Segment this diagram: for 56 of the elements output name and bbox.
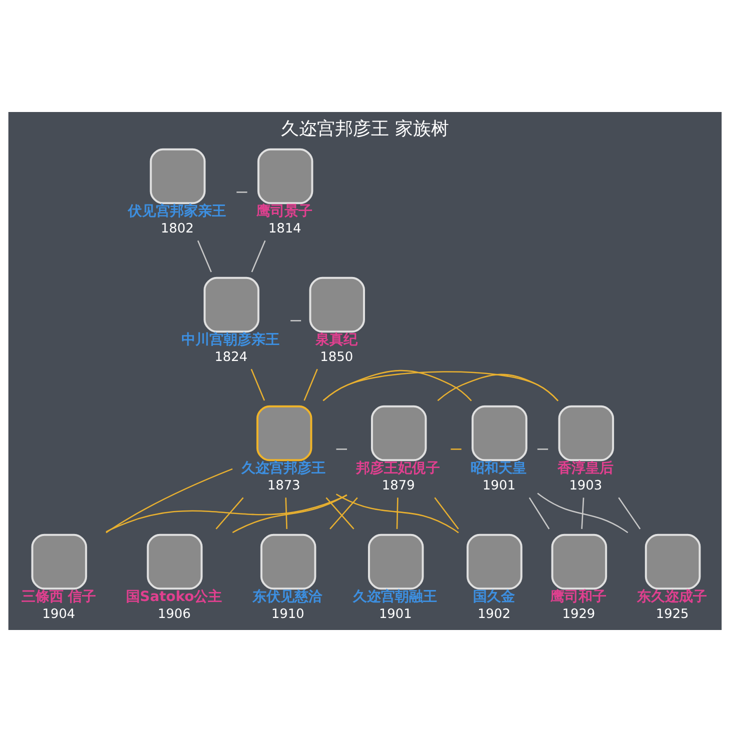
node-label: 东伏见慈洽 (252, 588, 322, 604)
node-label: 香淳皇后 (557, 460, 614, 476)
node-label: 三條西 信子 (21, 588, 96, 604)
connector (106, 494, 348, 532)
connector (285, 497, 288, 528)
node-label: 1824 (214, 349, 248, 364)
connector (197, 240, 212, 272)
connector (618, 496, 641, 529)
node-label: 久迩宫朝融王 (353, 588, 438, 604)
node-label: 1802 (160, 220, 194, 236)
connector (322, 370, 558, 401)
node-label: 1929 (562, 606, 596, 622)
connector (304, 368, 318, 400)
node-label: 鹰司和子 (550, 588, 606, 604)
connector (251, 240, 266, 272)
connector (528, 496, 550, 529)
node-label: 1903 (569, 478, 602, 493)
connector (216, 496, 244, 529)
node-label: 1879 (382, 478, 415, 493)
connector (396, 497, 398, 528)
connector (232, 494, 348, 533)
connector (336, 448, 347, 450)
diagram-title: 久迩宫邦彦王 家族树 (281, 118, 449, 139)
node-label: 1904 (42, 606, 76, 622)
node-label: 久迩宫邦彦王 (241, 460, 326, 476)
node-label: 东久迩成子 (636, 588, 707, 604)
connector (106, 468, 233, 533)
connector (581, 497, 584, 528)
node-label: 泉真纪 (316, 331, 358, 348)
connector (537, 448, 548, 450)
node-label: 中川宫朝彦亲王 (182, 331, 280, 348)
connector (290, 320, 302, 321)
node-label: 1850 (320, 349, 354, 364)
node-label: 1902 (478, 606, 511, 622)
connector (326, 496, 354, 529)
connector (336, 493, 459, 533)
connector (537, 492, 628, 533)
node-label: 1910 (271, 606, 304, 622)
node-label: 1873 (267, 478, 300, 493)
connector (450, 448, 462, 450)
node-label: 1906 (158, 606, 191, 622)
connector (330, 496, 358, 529)
node-label: 邦彦王妃俔子 (356, 460, 440, 476)
connector (434, 496, 459, 529)
node-label: 1925 (656, 606, 689, 622)
node-label: 伏见宫邦家亲王 (128, 202, 226, 219)
node-label: 国Satoko公主 (126, 588, 222, 604)
node-label: 昭和天皇 (470, 460, 527, 476)
node-label: 1901 (482, 478, 516, 493)
connector (437, 373, 558, 401)
connector (236, 191, 248, 192)
node-label: 鹰司景子 (256, 202, 312, 219)
node-label: 1814 (268, 220, 302, 236)
node-label: 1901 (378, 606, 412, 622)
connector (250, 368, 265, 400)
node-label: 国久金 (473, 588, 516, 604)
